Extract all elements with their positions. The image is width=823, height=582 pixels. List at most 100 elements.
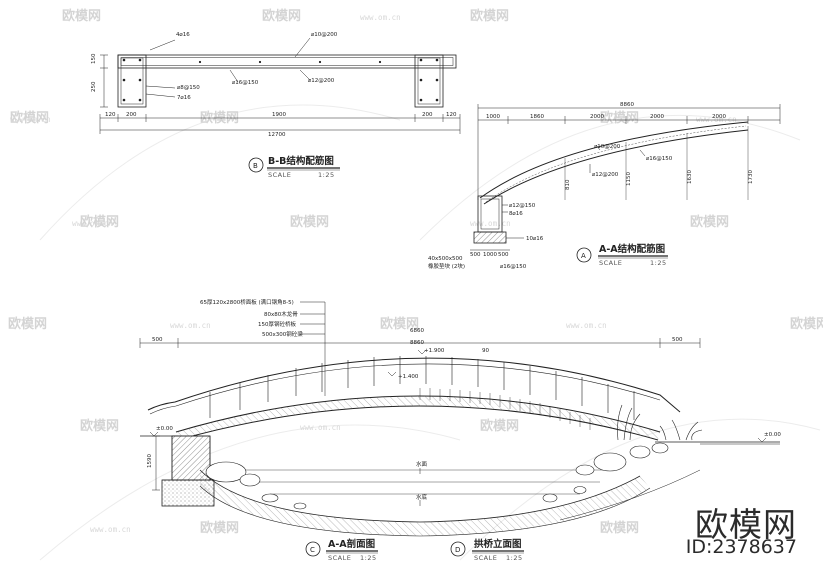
d-title: 拱桥立面图 bbox=[474, 538, 522, 550]
aa-height-1: 1150 bbox=[626, 172, 632, 186]
aa-scale-value: 1:25 bbox=[650, 259, 667, 267]
svg-text:www.om.cn: www.om.cn bbox=[470, 219, 511, 228]
svg-text:欧模网: 欧模网 bbox=[62, 8, 101, 24]
aa-labels: 8860 1000 1860 2000 2000 2000 ⌀10@200 ⌀1… bbox=[428, 102, 754, 270]
c-marker: C bbox=[310, 546, 315, 554]
elevation bbox=[139, 301, 780, 537]
note-2: 150厚钢砼桥板 bbox=[258, 320, 296, 328]
aa-rebar-2: ⌀16@150 bbox=[646, 156, 673, 162]
svg-text:www.om.cn: www.om.cn bbox=[10, 115, 51, 124]
aa-height-2: 1630 bbox=[687, 170, 693, 184]
bb-rebar-left1: ⌀8@150 bbox=[177, 85, 200, 91]
bb-rebar-left2: 7⌀16 bbox=[177, 95, 191, 101]
elev-dim-1: 6860 bbox=[410, 328, 424, 334]
bb-rebar-mid: ⌀16@150 bbox=[232, 80, 259, 86]
bb-title: B-B结构配筋图 bbox=[268, 155, 334, 167]
bb-marker-circle bbox=[248, 157, 264, 173]
elev-dim-2: 500 bbox=[672, 337, 683, 343]
aa-rebar-7: ⌀16@150 bbox=[500, 264, 527, 270]
watermark-grid: 欧模网 欧模网 欧模网 www.om.cn 欧模网 欧模网 欧模网 www.om… bbox=[8, 8, 823, 536]
bb-dim-b0: 120 bbox=[105, 112, 116, 118]
bb-scale: SCALE bbox=[268, 171, 291, 179]
elev-span: 8860 bbox=[410, 340, 424, 346]
svg-text:www.om.cn: www.om.cn bbox=[170, 321, 211, 330]
brand-id: ID:2378637 bbox=[685, 536, 797, 558]
svg-text:欧模网: 欧模网 bbox=[690, 214, 729, 230]
aa-height-0: 810 bbox=[565, 179, 571, 190]
svg-text:www.om.cn: www.om.cn bbox=[300, 423, 341, 432]
svg-text:欧模网: 欧模网 bbox=[470, 8, 509, 24]
bb-section bbox=[99, 37, 461, 134]
c-title: A-A剖面图 bbox=[328, 538, 375, 550]
svg-text:欧模网: 欧模网 bbox=[8, 316, 47, 332]
aa-section bbox=[470, 104, 781, 251]
aa-rebar-6: 10⌀16 bbox=[526, 236, 544, 242]
d-marker-circle bbox=[450, 541, 466, 557]
note-1: 80x80木龙骨 bbox=[264, 310, 298, 318]
aa-dim-0: 1000 bbox=[486, 114, 500, 120]
d-marker: D bbox=[455, 546, 460, 554]
svg-text:欧模网: 欧模网 bbox=[380, 316, 419, 332]
bb-dim-b1: 200 bbox=[126, 112, 137, 118]
bed-label: 水底 bbox=[416, 493, 428, 501]
svg-text:欧模网: 欧模网 bbox=[262, 8, 301, 24]
bb-dim-total: 12700 bbox=[268, 132, 286, 138]
aa-scale: SCALE bbox=[599, 259, 622, 267]
svg-text:欧模网: 欧模网 bbox=[290, 214, 329, 230]
svg-text:欧模网: 欧模网 bbox=[80, 214, 119, 230]
svg-text:欧模网: 欧模网 bbox=[80, 418, 119, 434]
svg-text:欧模网: 欧模网 bbox=[10, 110, 49, 126]
aa-rebar-4: ⌀12@150 bbox=[509, 203, 536, 209]
c-scale-value: 1:25 bbox=[360, 554, 377, 562]
aa-base-1: 1000 bbox=[483, 252, 497, 258]
level-left: ±0.00 bbox=[156, 426, 173, 432]
aa-base-0: 500 bbox=[470, 252, 481, 258]
bb-rebar-top: 4⌀16 bbox=[176, 32, 190, 38]
watermark-arcs bbox=[39, 104, 821, 561]
bb-dim-h1: 150 bbox=[91, 53, 97, 64]
brand-watermark: 欧模网 bbox=[695, 505, 797, 544]
aa-pad-note2: 橡胶垫块 (2块) bbox=[428, 262, 465, 270]
aa-dim-2: 2000 bbox=[590, 114, 604, 120]
bb-rebar-right: ⌀10@200 bbox=[311, 32, 338, 38]
level-top: +1.900 bbox=[424, 348, 445, 354]
bb-scale-value: 1:25 bbox=[318, 171, 335, 179]
c-scale: SCALE bbox=[328, 554, 351, 562]
aa-marker: A bbox=[581, 252, 586, 260]
svg-text:www.om.cn: www.om.cn bbox=[90, 525, 131, 534]
d-scale-value: 1:25 bbox=[506, 554, 523, 562]
elev-dim-0: 500 bbox=[152, 337, 163, 343]
bb-dim-b3: 200 bbox=[422, 112, 433, 118]
svg-text:www.om.cn: www.om.cn bbox=[566, 321, 607, 330]
height-left: 1590 bbox=[147, 454, 153, 468]
bb-dim-b4: 120 bbox=[446, 112, 457, 118]
level-deck: +1.400 bbox=[398, 374, 419, 380]
svg-text:www.om.cn: www.om.cn bbox=[696, 115, 737, 124]
aa-height-3: 1730 bbox=[748, 170, 754, 184]
aa-base-2: 500 bbox=[498, 252, 509, 258]
water-label: 水面 bbox=[416, 460, 428, 468]
aa-dim-1: 1860 bbox=[530, 114, 544, 120]
note-3: 500x300钢砼梁 bbox=[262, 330, 303, 338]
aa-dim-3: 2000 bbox=[650, 114, 664, 120]
svg-text:www.om.cn: www.om.cn bbox=[72, 219, 113, 228]
bb-dim-h2: 250 bbox=[91, 81, 97, 92]
level-right: ±0.00 bbox=[764, 432, 781, 438]
d-scale: SCALE bbox=[474, 554, 497, 562]
bb-marker: B bbox=[253, 162, 258, 170]
bb-labels: 4⌀16 ⌀10@200 ⌀16@150 ⌀12@200 ⌀8@150 7⌀16… bbox=[91, 32, 457, 179]
aa-pad-note: 40x500x500 bbox=[428, 256, 463, 262]
aa-dim-4: 2000 bbox=[712, 114, 726, 120]
svg-text:www.om.cn: www.om.cn bbox=[360, 13, 401, 22]
elevation-labels: 65厚120x2800桥面板 (满口钢角8-5) 80x80木龙骨 150厚钢砼… bbox=[147, 298, 781, 562]
aa-marker-circle bbox=[576, 247, 592, 263]
svg-text:欧模网: 欧模网 bbox=[600, 520, 639, 536]
bb-dim-b2: 1900 bbox=[272, 112, 286, 118]
aa-rebar-3: ⌀12@200 bbox=[592, 172, 619, 178]
aa-rebar-5: 8⌀16 bbox=[509, 211, 523, 217]
svg-text:欧模网: 欧模网 bbox=[200, 520, 239, 536]
aa-rebar-1: ⌀10@200 bbox=[594, 144, 621, 150]
svg-text:欧模网: 欧模网 bbox=[480, 418, 519, 434]
aa-dim-total: 8860 bbox=[620, 102, 634, 108]
